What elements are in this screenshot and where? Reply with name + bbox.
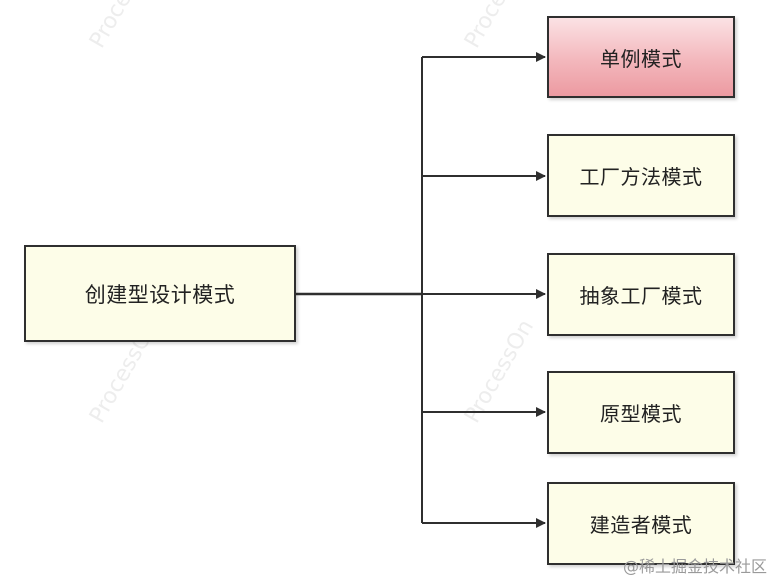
node-singleton-label: 单例模式 [600,46,682,71]
root-node: 创建型设计模式 [24,245,296,342]
node-abstract-factory: 抽象工厂模式 [547,253,735,336]
node-builder: 建造者模式 [547,482,735,565]
node-builder-label: 建造者模式 [589,513,693,537]
node-abstract-factory-label: 抽象工厂模式 [579,284,703,308]
source-credit: @稀土掘金技术社区 [622,557,767,576]
node-prototype-label: 原型模式 [600,402,682,426]
node-singleton: 单例模式 [547,16,735,98]
node-prototype: 原型模式 [547,371,735,454]
node-factory-method-label: 工厂方法模式 [579,165,703,189]
root-node-label: 创建型设计模式 [84,282,236,307]
node-factory-method: 工厂方法模式 [547,134,735,217]
